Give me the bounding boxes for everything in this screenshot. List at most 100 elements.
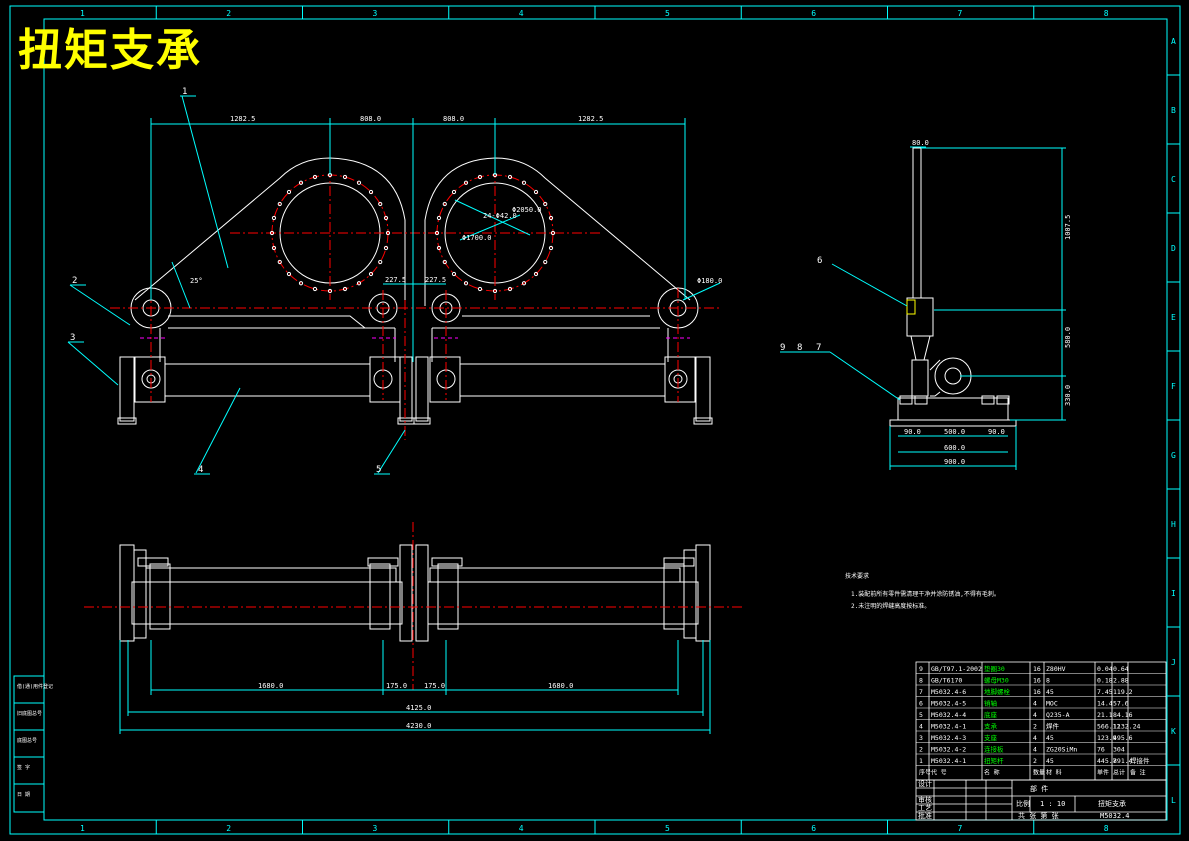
- bom-cell: 扭矩杆: [984, 756, 1004, 765]
- bom-cell: 支座: [984, 733, 998, 742]
- bom-cell: 连接板: [984, 745, 1004, 754]
- bom-header-cell: 材 料: [1046, 769, 1062, 777]
- bom-cell: M5032.4-6: [931, 688, 966, 696]
- zone-row-label: J: [1171, 658, 1176, 667]
- zone-col-label: 3: [373, 824, 378, 833]
- bolt-hole: [492, 288, 498, 294]
- svg-text:90.0: 90.0: [988, 428, 1005, 436]
- left-strip-label: 底图总号: [17, 737, 37, 744]
- zone-row-label: D: [1171, 244, 1176, 253]
- bom-cell: M5032.4-1: [931, 723, 966, 731]
- bolt-hole: [356, 281, 362, 286]
- bom-cell: 8: [1046, 677, 1050, 685]
- bolt-hole: [521, 281, 527, 286]
- bolt-hole: [342, 286, 348, 292]
- svg-text:审核: 审核: [918, 795, 932, 804]
- bolt-hole: [451, 271, 457, 277]
- svg-text:4: 4: [198, 465, 203, 475]
- svg-text:4230.0: 4230.0: [406, 722, 431, 730]
- bolt-hole: [543, 259, 548, 265]
- bolt-hole: [286, 189, 292, 195]
- bom-cell: M5032.4-5: [931, 700, 966, 708]
- zone-col-label: 7: [958, 824, 963, 833]
- svg-text:7: 7: [816, 343, 821, 353]
- svg-text:比例: 比例: [1016, 799, 1030, 808]
- svg-text:Φ2050.0: Φ2050.0: [512, 206, 542, 214]
- bolt-hole: [271, 245, 277, 251]
- zone-col-label: 4: [519, 9, 524, 18]
- bom-cell: 7: [919, 688, 923, 696]
- bolt-hole: [312, 174, 318, 180]
- left-strip-label: 日 期: [17, 792, 30, 798]
- bom-cell: 1132.24: [1113, 723, 1140, 731]
- svg-text:9: 9: [780, 343, 785, 353]
- bom-cell: GB/T97.1-2002: [931, 665, 982, 673]
- title-block: [915, 779, 1167, 821]
- svg-text:Φ180.0: Φ180.0: [697, 277, 722, 285]
- bolt-hole: [548, 245, 554, 251]
- bolt-hole: [342, 174, 348, 180]
- bom-cell: 焊件: [1046, 722, 1060, 731]
- bom-cell: 495.6: [1113, 734, 1133, 742]
- side-dimensions: [780, 146, 1066, 470]
- svg-text:工艺: 工艺: [918, 804, 932, 812]
- bom-cell: 76: [1097, 746, 1105, 754]
- bom-cell: M5032.4-2: [931, 746, 966, 754]
- bom-cell: 8: [919, 677, 923, 685]
- bom-cell: ZG20SiMn: [1046, 746, 1077, 754]
- bom-cell: 21.1: [1097, 711, 1113, 719]
- left-strip-label: 借(通)用件登记: [17, 683, 53, 690]
- zone-col-label: 2: [226, 9, 231, 18]
- bolt-hole: [548, 215, 554, 221]
- bom-cell: Z80HV: [1046, 665, 1066, 673]
- bolt-hole: [533, 189, 539, 195]
- technical-notes: 技术要求 1.装配前所有零件需清理干净并涂防锈油,不得有毛刺。 2.未注明的焊缝…: [845, 572, 1000, 610]
- bom-cell: 4: [1033, 734, 1037, 742]
- bolt-hole: [356, 180, 362, 185]
- bom-cell: 0.18: [1097, 677, 1113, 685]
- balloon-labels: 1 2 3 4 5 6 9 8 7: [70, 87, 822, 475]
- bom-cell: 6: [919, 700, 923, 708]
- bolt-hole: [451, 189, 457, 195]
- bom-header-cell: 单件: [1097, 769, 1109, 777]
- bom-cell: 16: [1033, 677, 1041, 685]
- bolt-hole: [378, 201, 383, 207]
- bolt-hole: [550, 230, 556, 236]
- zone-col-label: 8: [1104, 824, 1109, 833]
- bolt-hole: [277, 259, 282, 265]
- zone-col-label: 3: [373, 9, 378, 18]
- bolt-hole: [442, 259, 447, 265]
- bom-cell: GB/T6170: [931, 677, 962, 685]
- zone-row-label: C: [1171, 175, 1176, 184]
- svg-text:80.0: 80.0: [912, 139, 929, 147]
- svg-text:3: 3: [70, 333, 75, 343]
- zone-col-label: 1: [80, 824, 85, 833]
- left-record-strip: [13, 675, 45, 813]
- bom-cell: 9: [919, 665, 923, 673]
- bolt-hole: [521, 180, 527, 185]
- svg-text:共 张 第 张: 共 张 第 张: [1018, 811, 1059, 820]
- bolt-hole: [368, 189, 374, 195]
- zone-col-label: 7: [958, 9, 963, 18]
- zone-col-label: 1: [80, 9, 85, 18]
- bom-header-cell: 数量: [1033, 769, 1045, 777]
- svg-text:5: 5: [376, 465, 381, 475]
- svg-text:175.0: 175.0: [386, 682, 407, 690]
- zone-row-label: B: [1171, 106, 1176, 115]
- bom-header-cell: 代 号: [931, 769, 947, 777]
- zone-col-label: 6: [811, 9, 816, 18]
- bom-cell: 2: [1033, 723, 1037, 731]
- plan-dim-text: 1680.0 175.0 175.0 1680.0 4125.0 4230.0: [258, 682, 573, 730]
- zone-row-label: G: [1171, 451, 1176, 460]
- zone-row-label: A: [1171, 37, 1176, 46]
- left-strip-label: 旧底图总号: [17, 710, 42, 717]
- svg-text:175.0: 175.0: [424, 682, 445, 690]
- bolt-hole: [385, 230, 391, 236]
- bom-cell: 焊接件: [1130, 756, 1150, 765]
- bolt-hole: [463, 281, 469, 286]
- front-dim-text: 1282.5 808.0 808.0 1282.5 227.5 227.5 Φ1…: [190, 115, 722, 285]
- svg-text:600.0: 600.0: [944, 444, 965, 452]
